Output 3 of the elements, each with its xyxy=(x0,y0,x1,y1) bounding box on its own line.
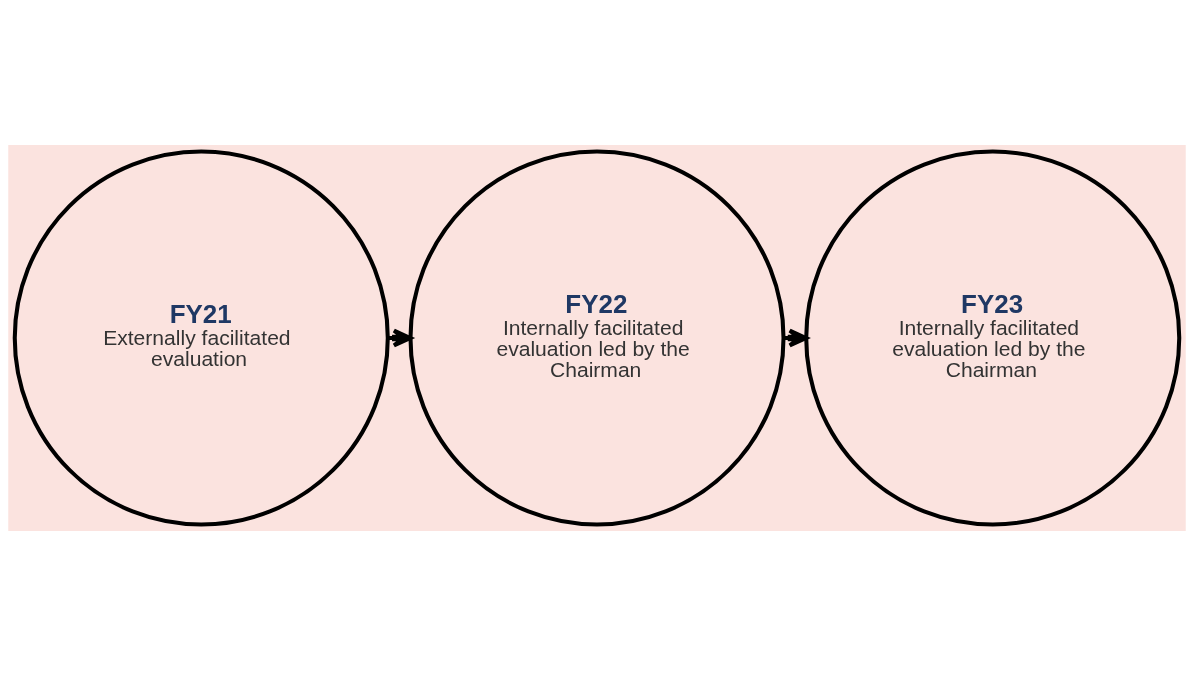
node-circle: FY21 Externally facilitated evaluation xyxy=(12,148,390,527)
node-circle: FY23 Internally facilitated evaluation led by the Chairman xyxy=(804,148,1182,527)
node-circle: FY22 Internally facilitated evaluation led by the Chairman xyxy=(408,148,786,527)
